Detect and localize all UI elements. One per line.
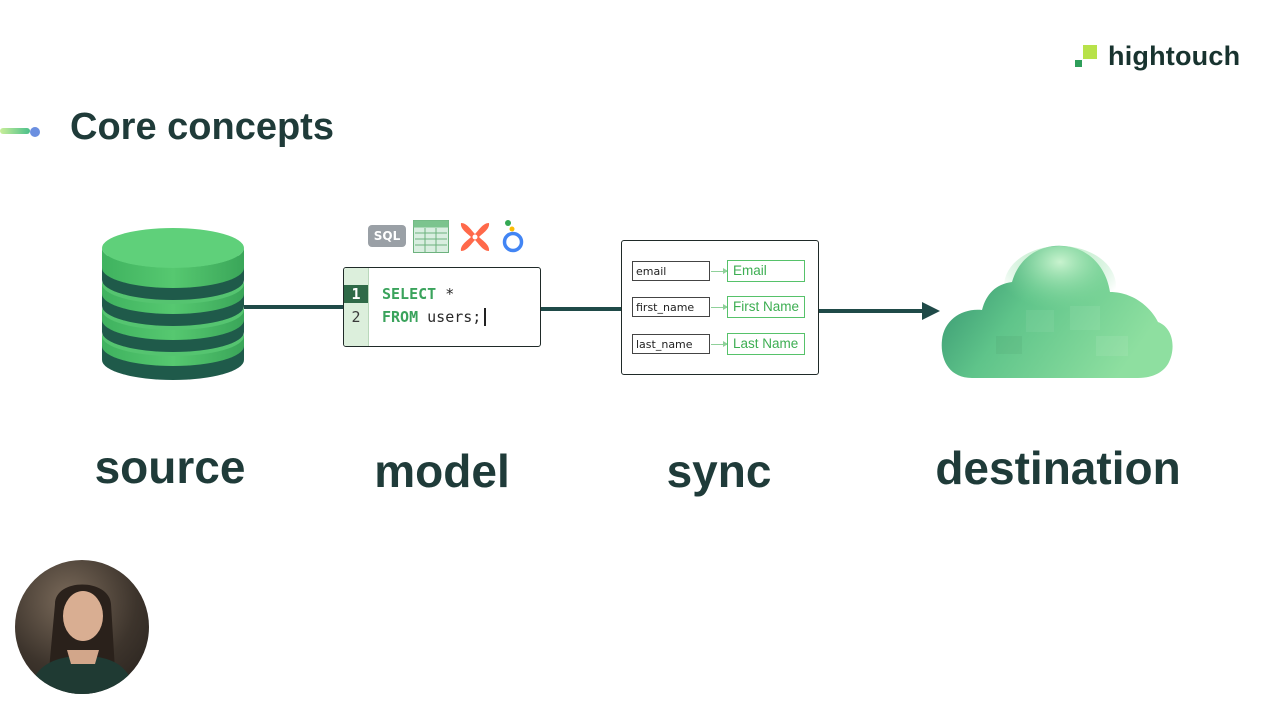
line-number: 1	[351, 285, 361, 303]
database-icon	[102, 228, 244, 380]
destination-field[interactable]: Last Name	[727, 333, 805, 355]
logo-wordmark: hightouch	[1108, 40, 1241, 71]
mapping-arrow-icon	[711, 268, 728, 274]
dbt-icon	[460, 223, 490, 251]
stage-label-destination: destination	[935, 442, 1181, 494]
source-field[interactable]: last_name	[632, 334, 710, 354]
title-accent	[0, 127, 42, 137]
mapping-row: last_name Last Name	[632, 333, 808, 356]
page-title: Core concepts	[70, 106, 334, 148]
connector-source-model	[244, 305, 344, 309]
line-number: 2	[351, 308, 361, 326]
arrowhead-icon	[922, 302, 940, 320]
hightouch-logo: hightouch	[1074, 40, 1240, 72]
table-icon	[413, 220, 449, 253]
stage-label-source: source	[94, 441, 246, 493]
sql-keyword: FROM	[382, 308, 419, 326]
cloud-icon	[941, 245, 1173, 378]
mapping-arrow-icon	[711, 304, 728, 310]
sql-icon: SQL	[368, 225, 406, 247]
sql-editor[interactable]: 1 2 SELECT * FROM users;	[343, 267, 541, 347]
connector-sync-destination	[817, 309, 927, 313]
text-cursor	[484, 308, 486, 326]
connector-model-sync	[540, 307, 622, 311]
source-field[interactable]: first_name	[632, 297, 710, 317]
destination-field[interactable]: First Name	[727, 296, 805, 318]
presenter-silhouette-icon	[29, 584, 135, 694]
sql-text: *	[436, 285, 455, 303]
mapping-row: first_name First Name	[632, 296, 808, 319]
sql-keyword: SELECT	[382, 285, 437, 303]
stage-label-model: model	[374, 445, 510, 497]
stage-label-sync: sync	[666, 445, 772, 497]
sql-text: users;	[418, 308, 482, 326]
source-field[interactable]: email	[632, 261, 710, 281]
looker-icon	[502, 220, 524, 253]
logo-mark-icon	[1074, 43, 1098, 69]
field-mapping-panel: email Email first_name First Name last_n…	[621, 240, 819, 375]
model-tool-icons: SQL	[368, 218, 528, 256]
destination-field[interactable]: Email	[727, 260, 805, 282]
mapping-row: email Email	[632, 260, 808, 283]
mapping-arrow-icon	[711, 341, 728, 347]
line-gutter: 1 2	[344, 268, 369, 346]
presenter-video	[15, 560, 149, 694]
code-line: SELECT *	[382, 285, 454, 303]
code-line: FROM users;	[382, 308, 486, 326]
